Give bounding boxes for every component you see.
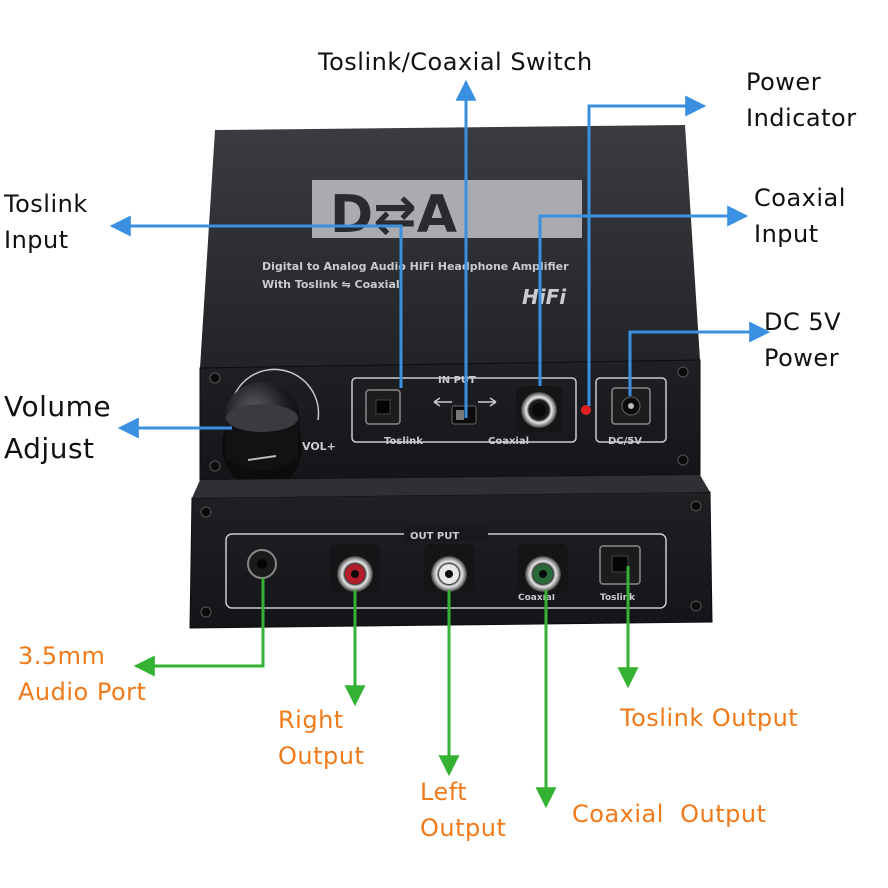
coaxial-input-line2: Input xyxy=(754,220,819,248)
audio-port-jack xyxy=(247,549,277,579)
input-panel xyxy=(351,377,577,443)
output-callout-lines xyxy=(133,566,639,809)
dc-power-line1: DC 5V xyxy=(764,308,842,336)
volume-line1: Volume xyxy=(4,390,112,423)
audio-port-arrow xyxy=(133,578,265,677)
volume-callout: Volume Adjust xyxy=(4,386,111,470)
device-subtitle-1: Digital to Analog Audio HiFi Headphone A… xyxy=(262,260,569,273)
left-output-callout: Left Output xyxy=(420,774,506,846)
upper-unit: D⇄A Digital to Analog Audio HiFi Headpho… xyxy=(199,125,701,490)
left-output-port xyxy=(424,544,474,594)
audio-port-line1: 3.5mm xyxy=(18,642,106,670)
power-indicator-callout: Power Indicator xyxy=(746,64,857,136)
dc-power-arrow xyxy=(628,321,771,396)
output-toslink-label: Toslink xyxy=(600,593,636,603)
power-indicator-line2: Indicator xyxy=(746,104,857,132)
input-callout-lines xyxy=(109,79,771,439)
toslink-output-callout: Toslink Output xyxy=(620,704,799,732)
logo-plate xyxy=(312,180,582,238)
toslink-coaxial-switch[interactable] xyxy=(433,397,497,425)
coaxial-input-callout: Coaxial Input xyxy=(754,180,846,252)
coaxial-input-port xyxy=(516,386,562,432)
volume-knob[interactable] xyxy=(222,368,320,490)
dc-power-callout: DC 5V Power xyxy=(764,304,841,376)
coaxial-output-callout: Coaxial Output xyxy=(572,800,767,828)
device-subtitle-2: With Toslink ⇋ Coaxial xyxy=(262,278,400,291)
coaxial-input-line1: Coaxial xyxy=(754,184,846,212)
output-coaxial-label: Coaxial xyxy=(518,593,555,603)
switch-callout: Toslink/Coaxial Switch xyxy=(318,48,593,76)
toslink-input-line1: Toslink xyxy=(4,190,88,218)
power-indicator-line1: Power xyxy=(746,68,822,96)
volume-line2: Adjust xyxy=(4,432,95,465)
input-coaxial-label: Coaxial xyxy=(488,436,529,447)
coaxial-output-port xyxy=(518,544,568,594)
power-indicator-led xyxy=(581,405,591,415)
left-output-line2: Output xyxy=(420,814,507,842)
input-panel-label: IN PUT xyxy=(438,375,476,386)
coaxial-input-arrow xyxy=(538,205,749,386)
toslink-input-line2: Input xyxy=(4,226,69,254)
right-output-line1: Right xyxy=(278,706,344,734)
upper-unit-top xyxy=(200,125,700,368)
right-output-callout: Right Output xyxy=(278,702,364,774)
device-logo: D⇄A xyxy=(330,185,457,245)
lower-unit: OUT PUT Coaxial Toslink xyxy=(189,475,713,629)
input-toslink-label: Toslink xyxy=(384,436,423,447)
audio-port-callout: 3.5mm Audio Port xyxy=(18,638,146,710)
dc-label: DC/5V xyxy=(608,436,642,447)
output-panel-label: OUT PUT xyxy=(410,531,459,542)
vol-label: VOL+ xyxy=(302,440,336,453)
right-output-line2: Output xyxy=(278,742,365,770)
toslink-input-arrow xyxy=(109,215,403,388)
dc-power-line2: Power xyxy=(764,344,840,372)
left-output-line1: Left xyxy=(420,778,468,806)
right-output-port xyxy=(330,544,380,594)
hifi-badge: HiFi xyxy=(522,285,567,309)
toslink-output-port xyxy=(599,545,641,585)
audio-port-line2: Audio Port xyxy=(18,678,147,706)
toslink-input-callout: Toslink Input xyxy=(4,186,88,258)
power-indicator-arrow xyxy=(587,95,707,406)
